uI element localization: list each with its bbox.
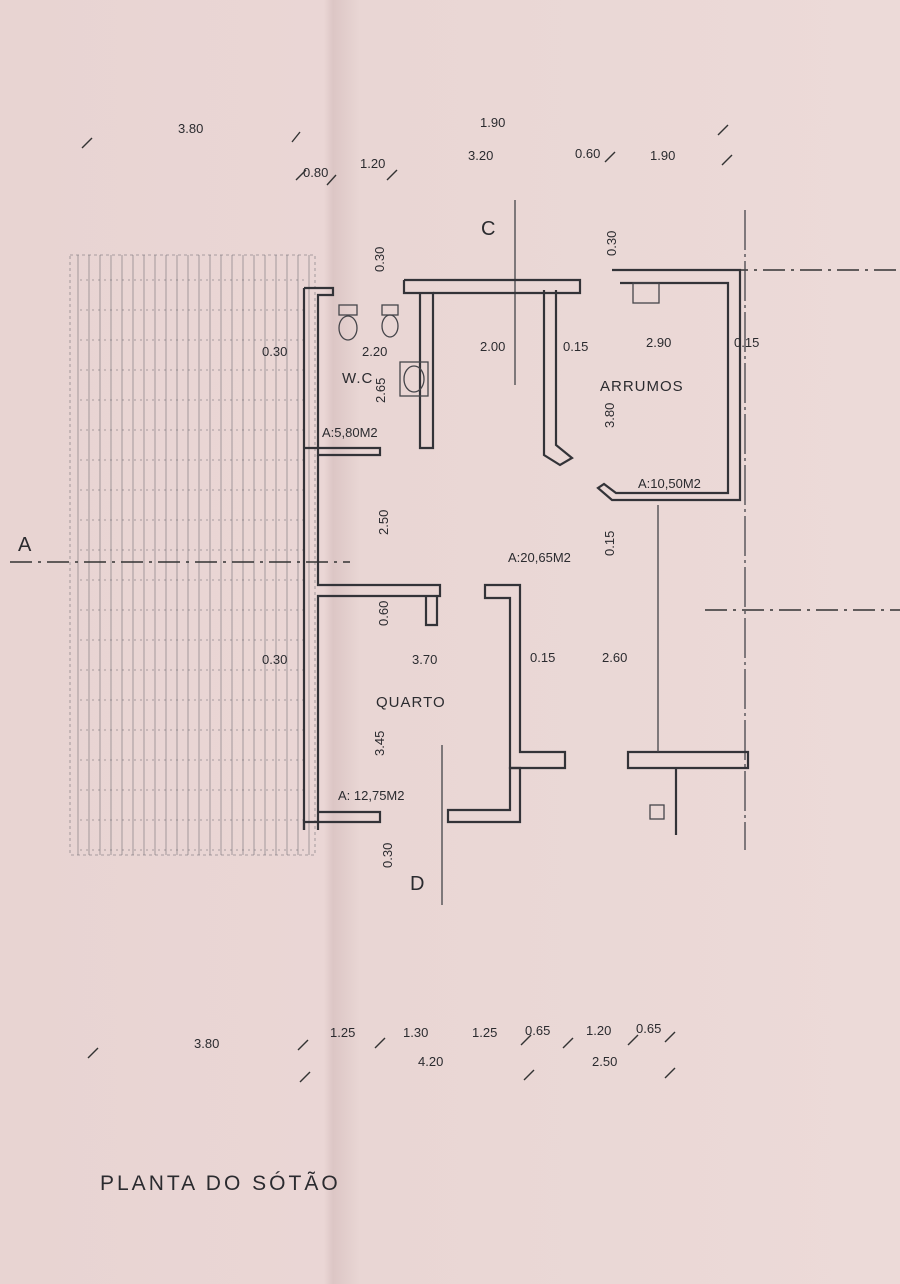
dim-hall-250: 2.50	[376, 510, 391, 535]
bottom-dim-125b: 1.25	[472, 1025, 497, 1040]
roof-hatching	[69, 254, 316, 856]
bottom-dim-120: 1.20	[586, 1023, 611, 1038]
room-area-arrumos: A:10,50M2	[638, 476, 701, 491]
dim-quarto-345: 3.45	[372, 731, 387, 756]
section-mark-a: A	[18, 534, 32, 556]
quarto-stub	[424, 596, 439, 627]
bottom-dim-125a: 1.25	[330, 1025, 355, 1040]
room-area-hall: A:20,65M2	[508, 550, 571, 565]
dimension-ticks	[81, 124, 733, 1083]
dim-quarto-060: 0.60	[376, 601, 391, 626]
dim-hall-015: 0.15	[602, 531, 617, 556]
top-dim-190a: 1.90	[480, 115, 505, 130]
drawing-title: PLANTA DO SÓTÃO	[100, 1171, 341, 1195]
top-dim-380: 3.80	[178, 121, 203, 136]
dim-quarto-015: 0.15	[530, 650, 555, 665]
dim-hall-200: 2.00	[480, 339, 505, 354]
top-dim-120: 1.20	[360, 156, 385, 171]
quarto-walls	[302, 583, 567, 830]
bottom-dim-065b: 0.65	[636, 1021, 661, 1036]
dim-wc-265: 2.65	[373, 378, 388, 403]
dim-arrumos-top-030: 0.30	[604, 231, 619, 256]
dim-arrumos-380: 3.80	[602, 403, 617, 428]
bidet-icon	[381, 304, 399, 338]
hall-top-wall	[404, 278, 582, 295]
toilet-icon	[338, 304, 358, 341]
dim-bottom-030: 0.30	[380, 843, 395, 868]
dim-quarto-370: 3.70	[412, 652, 437, 667]
sink-icon	[399, 361, 429, 397]
dim-terrace-260: 2.60	[602, 650, 627, 665]
top-dim-060: 0.60	[575, 146, 600, 161]
room-name-arrumos: ARRUMOS	[600, 378, 684, 395]
terrace-wall	[626, 750, 750, 770]
dim-wc-top-030: 0.30	[372, 247, 387, 272]
section-mark-d: D	[410, 873, 424, 895]
dim-quarto-left-030: 0.30	[262, 652, 287, 667]
dim-arrumos-290: 2.90	[646, 335, 671, 350]
bottom-dim-065a: 0.65	[525, 1023, 550, 1038]
bottom-dim-380: 3.80	[194, 1036, 219, 1051]
room-name-quarto: QUARTO	[376, 694, 446, 711]
dim-wc-left-030: 0.30	[262, 344, 287, 359]
chimney-mark	[649, 804, 665, 820]
arrumos-walls	[596, 268, 742, 502]
room-name-wc: W.C	[342, 370, 373, 387]
bottom-dim-250: 2.50	[592, 1054, 617, 1069]
partition-arrumos-left	[542, 290, 574, 467]
dim-partition-015a: 0.15	[563, 339, 588, 354]
hall-left-wall	[316, 455, 442, 830]
room-area-wc: A:5,80M2	[322, 425, 378, 440]
bottom-dim-420: 4.20	[418, 1054, 443, 1069]
section-mark-c: C	[481, 218, 495, 240]
top-dim-190b: 1.90	[650, 148, 675, 163]
dim-wc-220: 2.20	[362, 344, 387, 359]
top-dim-320: 3.20	[468, 148, 493, 163]
bottom-dim-130: 1.30	[403, 1025, 428, 1040]
top-dim-080: 0.80	[303, 165, 328, 180]
room-area-quarto: A: 12,75M2	[338, 788, 405, 803]
dim-arrumos-right-015: 0.15	[734, 335, 759, 350]
